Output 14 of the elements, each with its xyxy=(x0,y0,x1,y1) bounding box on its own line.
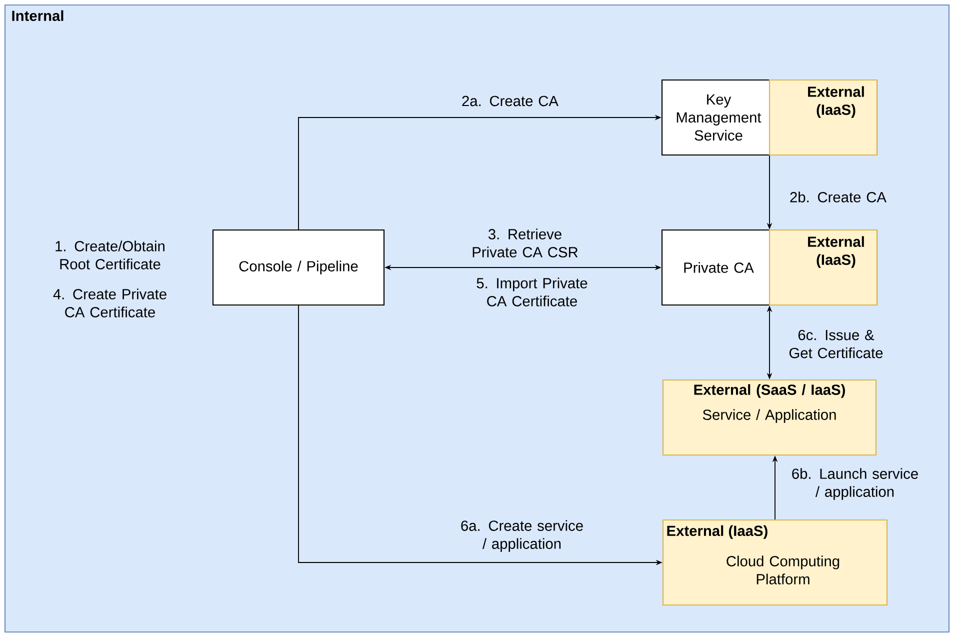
edge-label: 6a. Create service / application xyxy=(461,520,583,552)
service-box: Private CA External (IaaS) xyxy=(661,229,878,306)
edge-label: 3. Retrieve Private CA CSR xyxy=(472,228,578,258)
edge-label: 6b. Launch service / application xyxy=(792,468,918,500)
edge-label: 6c. Issue & Get Certificate xyxy=(789,330,883,358)
edge-label: 2a. Create CA xyxy=(462,96,558,106)
external-box: External (SaaS / IaaS) Service / Application xyxy=(662,379,877,456)
service-box: Key Management Service External (IaaS) xyxy=(661,79,878,156)
edge-label: 2b. Create CA xyxy=(790,192,886,202)
process-box: Console / Pipeline xyxy=(212,229,385,306)
step-note: 4. Create Private CA Certificate xyxy=(53,288,166,318)
external-box: External (IaaS) Cloud Computing Platform xyxy=(662,519,888,606)
step-note: 1. Create/Obtain Root Certificate xyxy=(56,240,164,270)
step-label: 5. Import Private CA Certificate xyxy=(476,278,588,306)
